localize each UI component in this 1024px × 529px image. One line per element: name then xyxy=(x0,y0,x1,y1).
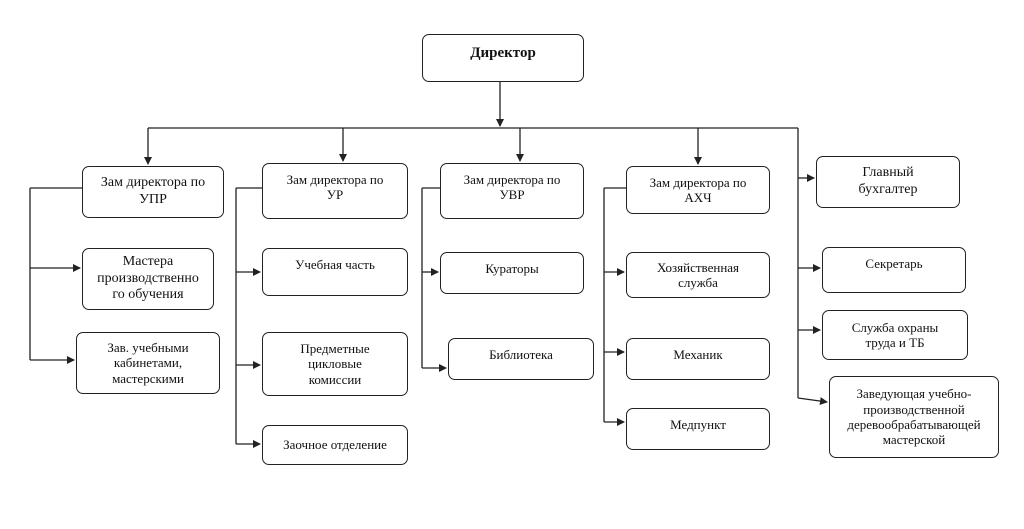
workshop-head-box: Заведующая учебно- производственной дере… xyxy=(829,376,999,458)
cabinets-head-box: Зав. учебными кабинетами, мастерскими xyxy=(76,332,220,394)
deputy-ahch-box: Зам директора по АХЧ xyxy=(626,166,770,214)
subject-commissions-box: Предметные цикловые комиссии xyxy=(262,332,408,396)
medical-office-box: Медпункт xyxy=(626,408,770,450)
maintenance-service-box: Хозяйственная служба xyxy=(626,252,770,298)
deputy-upr-box: Зам директора по УПР xyxy=(82,166,224,218)
deputy-ur-box: Зам директора по УР xyxy=(262,163,408,219)
correspondence-dept-box: Заочное отделение xyxy=(262,425,408,465)
labor-safety-box: Служба охраны труда и ТБ xyxy=(822,310,968,360)
deputy-uvr-box: Зам директора по УВР xyxy=(440,163,584,219)
secretary-box: Секретарь xyxy=(822,247,966,293)
mechanic-box: Механик xyxy=(626,338,770,380)
academic-office-box: Учебная часть xyxy=(262,248,408,296)
curators-box: Кураторы xyxy=(440,252,584,294)
director-box: Директор xyxy=(422,34,584,82)
library-box: Библиотека xyxy=(448,338,594,380)
masters-box: Мастера производственно го обучения xyxy=(82,248,214,310)
chief-accountant-box: Главный бухгалтер xyxy=(816,156,960,208)
